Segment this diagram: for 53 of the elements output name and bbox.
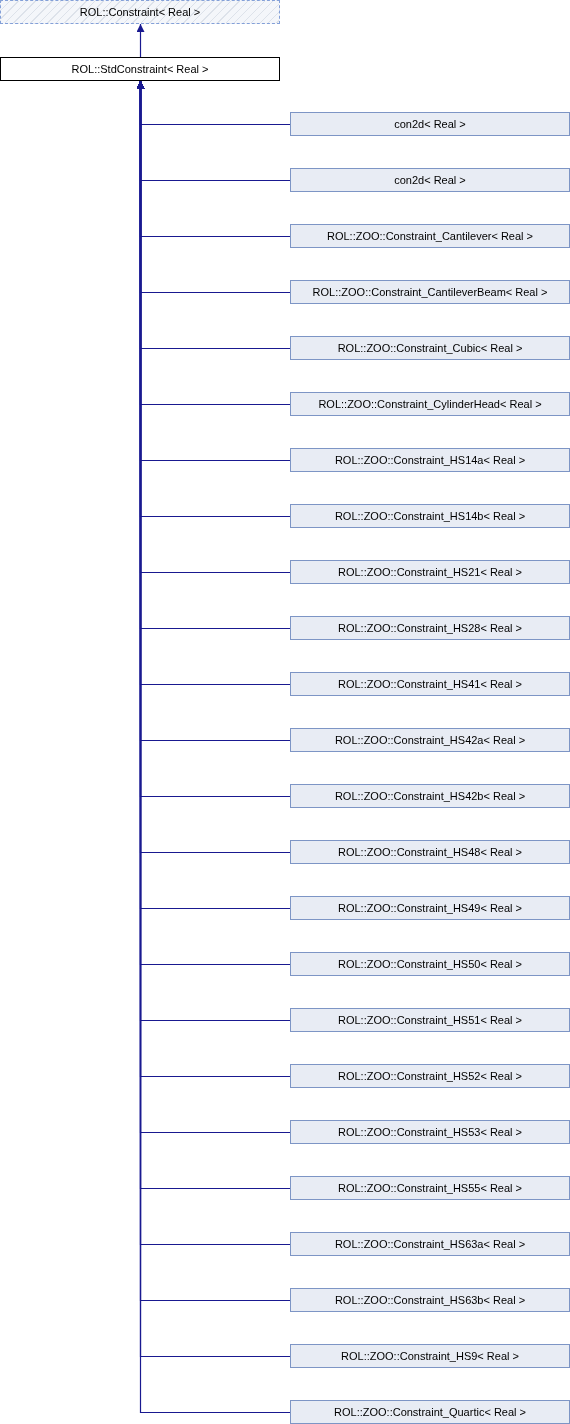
- class-box: [290, 728, 570, 752]
- class-box: [290, 784, 570, 808]
- class-name: ROL::ZOO::Constraint_HS28< Real >: [338, 621, 522, 635]
- class-name: ROL::ZOO::Constraint_HS42a< Real >: [334, 733, 526, 747]
- abstract-class-box: [0, 0, 280, 24]
- class-box: [290, 1344, 570, 1368]
- class-box: [290, 1232, 570, 1256]
- class-box: [0, 57, 280, 81]
- class-name: ROL::ZOO::Constraint_HS42b< Real >: [334, 789, 526, 803]
- class-box: [290, 672, 570, 696]
- class-box: [290, 1064, 570, 1088]
- class-name: ROL::ZOO::Constraint_HS53< Real >: [338, 1125, 522, 1139]
- class-box: [290, 1176, 570, 1200]
- class-name: ROL::ZOO::Constraint_HS50< Real >: [338, 957, 522, 971]
- class-box: [290, 392, 570, 416]
- class-box: [290, 168, 570, 192]
- class-name: con2d< Real >: [394, 117, 466, 131]
- class-box: [290, 336, 570, 360]
- class-name: ROL::ZOO::Constraint_HS14b< Real >: [334, 509, 526, 523]
- class-box: [290, 1288, 570, 1312]
- inheritance-arrow: [136, 23, 145, 58]
- class-name: ROL::ZOO::Constraint_HS9< Real >: [341, 1349, 519, 1363]
- class-name: ROL::StdConstraint< Real >: [71, 62, 209, 76]
- class-name: ROL::ZOO::Constraint_HS41< Real >: [338, 677, 522, 691]
- class-box: [290, 504, 570, 528]
- class-box: [290, 1008, 570, 1032]
- class-box: [290, 224, 570, 248]
- class-name: ROL::ZOO::Constraint_CylinderHead< Real >: [318, 397, 542, 411]
- class-box: [290, 952, 570, 976]
- class-name: ROL::ZOO::Constraint_Cubic< Real >: [337, 341, 523, 355]
- class-name: ROL::Constraint< Real >: [79, 5, 201, 19]
- class-box: [290, 896, 570, 920]
- class-name: ROL::ZOO::Constraint_HS48< Real >: [338, 845, 522, 859]
- class-box: [290, 616, 570, 640]
- class-name: ROL::ZOO::Constraint_Cantilever< Real >: [327, 229, 533, 243]
- class-box: [290, 560, 570, 584]
- class-box: [290, 1400, 570, 1424]
- class-name: ROL::ZOO::Constraint_HS52< Real >: [338, 1069, 522, 1083]
- class-name: ROL::ZOO::Constraint_HS49< Real >: [338, 901, 522, 915]
- class-name: con2d< Real >: [394, 173, 466, 187]
- class-box: [290, 448, 570, 472]
- class-name: ROL::ZOO::Constraint_HS63b< Real >: [334, 1293, 526, 1307]
- class-name: ROL::ZOO::Constraint_HS14a< Real >: [334, 453, 526, 467]
- class-name: ROL::ZOO::Constraint_HS55< Real >: [338, 1181, 522, 1195]
- class-box: [290, 1120, 570, 1144]
- class-name: ROL::ZOO::Constraint_HS63a< Real >: [334, 1237, 526, 1251]
- class-name: ROL::ZOO::Constraint_CantileverBeam< Real >: [312, 285, 548, 299]
- class-name: ROL::ZOO::Constraint_Quartic< Real >: [334, 1405, 526, 1419]
- class-box: [290, 112, 570, 136]
- class-name: ROL::ZOO::Constraint_HS51< Real >: [338, 1013, 522, 1027]
- class-box: [290, 280, 570, 304]
- class-box: [290, 840, 570, 864]
- class-name: ROL::ZOO::Constraint_HS21< Real >: [338, 565, 522, 579]
